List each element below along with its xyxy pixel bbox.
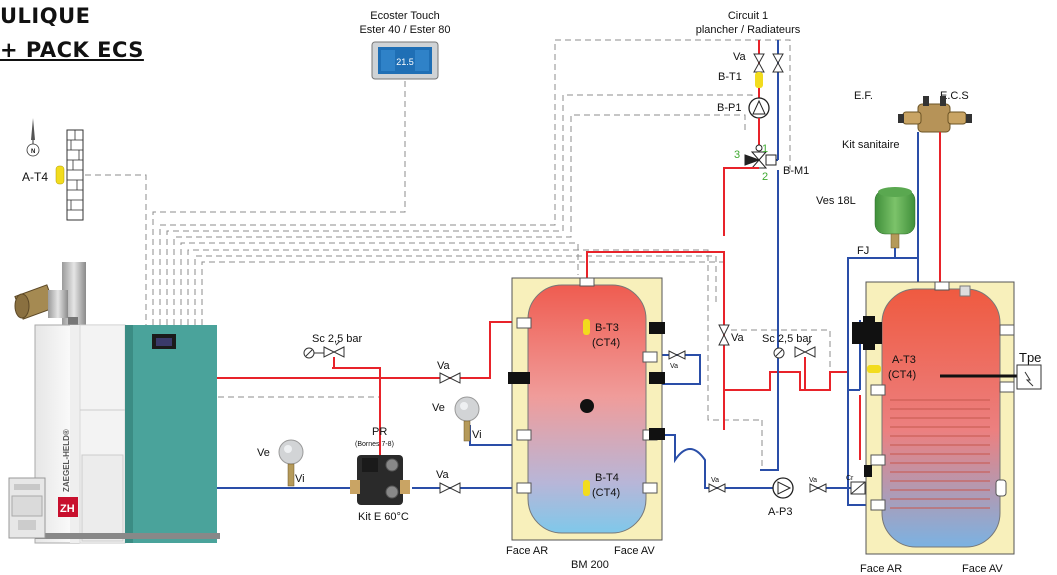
ve-mid-label: Ve [432, 402, 445, 414]
gauge-ve-left: Ve Vi [257, 439, 305, 487]
cr-label: Cr [846, 475, 854, 482]
va-small-3-label: Va [809, 477, 817, 484]
va-hot-label: Va [437, 360, 451, 372]
kit-e-label: Kit E 60°C [358, 511, 409, 523]
circuit-valve-return [772, 53, 784, 73]
a-t3-sensor [867, 365, 881, 373]
boiler-brand: ZAEGEL-HELD® [62, 429, 71, 492]
b-t3-sensor [583, 319, 590, 335]
gauge-ve-middle: Ve Vi [432, 396, 482, 442]
b-m1-label: B-M1 [783, 165, 809, 177]
bm200-buffer-tank: B-T3 (CT4) B-T4 (CT4) Face AR Face AV BM… [506, 277, 665, 571]
ecs-tank: A-T3 (CT4) Tpe Face AR Face AV [852, 281, 1042, 575]
controller-screen-value: 21.5 [396, 57, 414, 67]
ve-left-label: Ve [257, 447, 270, 459]
b-t1-sensor [755, 72, 763, 88]
b-t4-ct4: (CT4) [592, 487, 620, 499]
port-3-label: 3 [734, 149, 740, 161]
ecs-coil [890, 399, 990, 509]
sc-right-label: Sc 2,5 bar [762, 333, 812, 345]
valve-va-small-2 [708, 483, 726, 493]
bm200-face-ar: Face AR [506, 545, 548, 557]
ecoster-controller: Ecoster Touch Ester 40 / Ester 80 21.5 [359, 10, 451, 80]
circuit-title-1: Circuit 1 [728, 10, 768, 22]
valve-va-small-3 [809, 483, 827, 493]
b-p1-label: B-P1 [717, 102, 741, 114]
kit-sanitaire-label: Kit sanitaire [842, 139, 899, 151]
a-t3-label: A-T3 [892, 354, 916, 366]
title-line-1: ULIQUE [0, 4, 91, 28]
b-t1-label: B-T1 [718, 71, 742, 83]
va-small-2-label: Va [711, 477, 719, 484]
vi-left-label: Vi [295, 473, 305, 485]
ecs-label: E.C.S [940, 90, 969, 102]
valve-va-small-1 [668, 350, 686, 360]
circuit-title-2: plancher / Radiateurs [696, 24, 801, 36]
boiler-logo-text: ZH [60, 503, 75, 515]
check-valve-cr: Cr [846, 475, 866, 495]
port-1-label: 1 [762, 143, 768, 155]
bm200-label: BM 200 [571, 559, 609, 571]
safety-group-left: Sc 2,5 bar [303, 333, 362, 368]
a-t4-sensor [55, 165, 65, 185]
b-t3-label: B-T3 [595, 322, 619, 334]
tpe-box [1016, 364, 1042, 390]
pr-label: PR [372, 426, 387, 438]
circuit-1: Circuit 1 plancher / Radiateurs Va B-T1 … [696, 10, 810, 183]
ves-label: Ves 18L [816, 195, 856, 207]
ecs-face-av: Face AV [962, 563, 1003, 575]
va-cold-label: Va [436, 469, 450, 481]
circuit-va-label: Va [733, 51, 747, 63]
tpe-label: Tpe [1019, 350, 1041, 365]
vi-mid-label: Vi [472, 429, 482, 441]
va-small-1-label: Va [670, 363, 678, 370]
compass-icon: N [26, 118, 40, 157]
boiler: ZH ZAEGEL-HELD® [8, 262, 220, 544]
port-2-label: 2 [762, 171, 768, 183]
ash-box [8, 477, 46, 539]
bm200-face-av: Face AV [614, 545, 655, 557]
ef-label: E.F. [854, 90, 873, 102]
a-p3-pump: A-P3 [768, 477, 794, 518]
boiler-logo: ZH ZAEGEL-HELD® [58, 429, 78, 517]
pr-sub-label: (Bornes 7-8) [355, 441, 394, 448]
outdoor-sensor-area: A-T4 N [22, 118, 84, 221]
va-circuit-label: Va [731, 332, 745, 344]
ves-expansion-vessel [874, 187, 916, 249]
title-line-2: + PACK ECS [0, 38, 144, 62]
b-p1-pump [748, 97, 770, 119]
kit-e-group: PR (Bornes 7-8) Kit E 60°C [350, 426, 410, 523]
b-t4-sensor [583, 480, 590, 496]
controller-name-1: Ecoster Touch [370, 10, 440, 22]
sc-left-label: Sc 2,5 bar [312, 333, 362, 345]
valve-va-hot [439, 372, 461, 384]
fj-label: FJ [857, 245, 869, 257]
ecs-face-ar: Face AR [860, 563, 902, 575]
flue-connector-icon [14, 284, 68, 320]
circuit-valve-supply [753, 53, 765, 73]
controller-name-2: Ester 40 / Ester 80 [359, 24, 450, 36]
b-t3-ct4: (CT4) [592, 337, 620, 349]
sanitary-kit: E.F. E.C.S Kit sanitaire Ves 18L FJ [816, 90, 972, 515]
safety-group-right: Sc 2,5 bar [762, 333, 816, 390]
a-p3-label: A-P3 [768, 506, 792, 518]
valve-va-circuit-return [718, 324, 730, 346]
b-m1-mixing-valve [744, 144, 777, 169]
bm200-probe-dot [580, 399, 594, 413]
b-t4-label: B-T4 [595, 472, 619, 484]
compass-n: N [31, 149, 35, 155]
valve-va-cold [439, 482, 461, 494]
a-t3-ct4: (CT4) [888, 369, 916, 381]
kit-sanitaire-icon [898, 96, 972, 133]
a-t4-label: A-T4 [22, 170, 48, 184]
